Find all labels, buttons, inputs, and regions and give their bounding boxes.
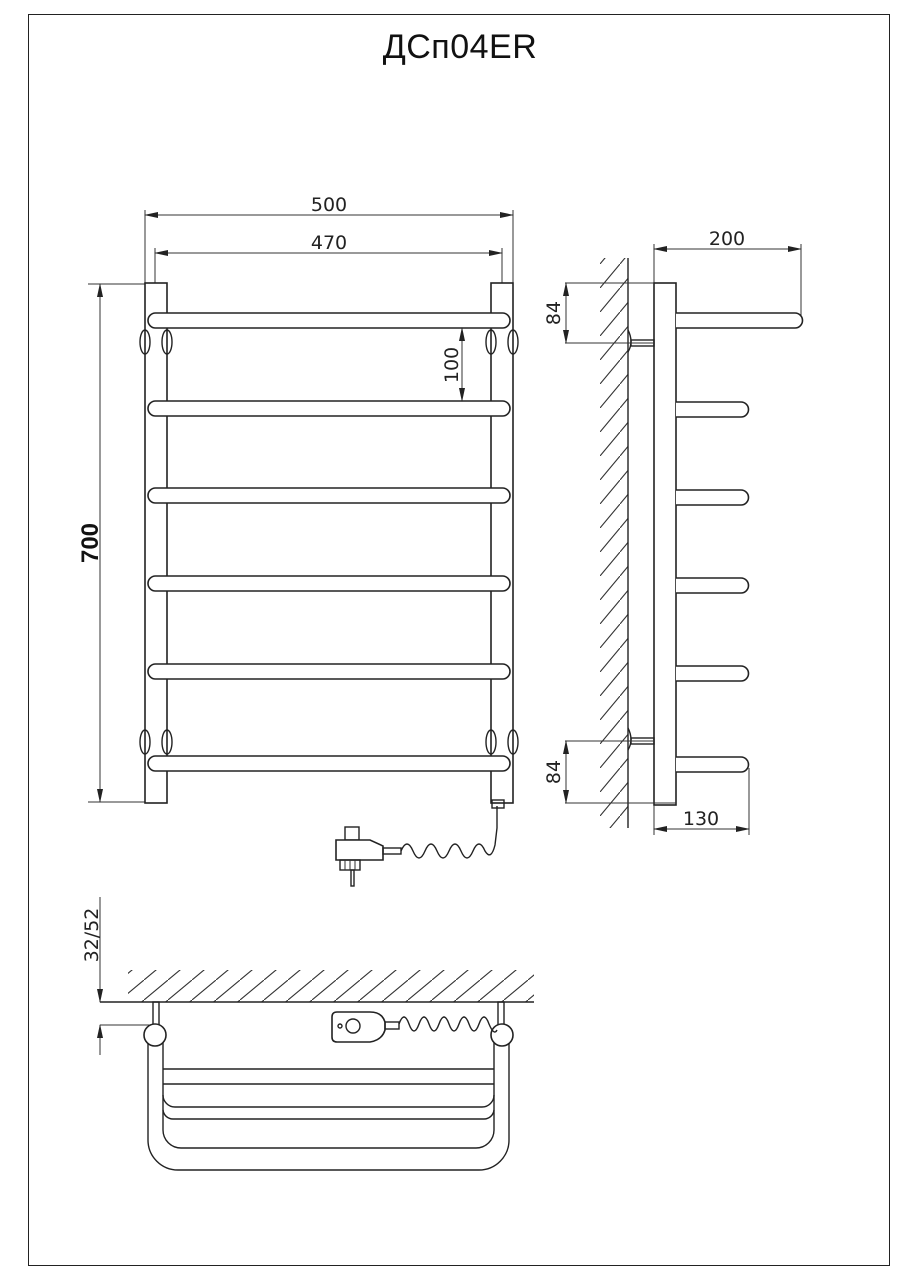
- right-post-section: [490, 1023, 514, 1047]
- bar-5: [147, 663, 511, 680]
- dim-bottom-depth: 130: [683, 808, 719, 830]
- dim-overall-width: 500: [311, 194, 347, 216]
- dim-wall-distance: 32/52: [81, 908, 103, 963]
- side-view: 200 84 84 130: [543, 228, 804, 835]
- dim-bar-spacing: 100: [441, 347, 463, 383]
- bar-6: [147, 755, 511, 772]
- bar-2: [147, 400, 511, 417]
- wall-hatch: [600, 258, 628, 828]
- drawing-frame: [28, 14, 890, 1266]
- right-post: [490, 282, 514, 804]
- left-post-section: [143, 1023, 167, 1047]
- dim-top-depth: 200: [709, 228, 745, 250]
- bar-4: [147, 575, 511, 592]
- wall-hatch-top: [128, 970, 534, 1002]
- bar-1: [147, 312, 511, 329]
- side-post: [653, 282, 677, 806]
- bar-3: [147, 487, 511, 504]
- dim-inner-width: 470: [311, 232, 347, 254]
- dim-top-mount-offset: 84: [543, 301, 565, 325]
- dim-height: 700: [77, 523, 104, 563]
- top-view: 32/52: [81, 897, 534, 1171]
- plug-top-view-icon: [331, 1011, 498, 1043]
- drawing-title: ДСп04ER: [382, 28, 538, 66]
- left-post: [144, 282, 168, 804]
- electric-plug-icon: [335, 799, 505, 887]
- front-view: 500 470 700 100: [77, 194, 519, 887]
- dim-bottom-mount-offset: 84: [543, 760, 565, 784]
